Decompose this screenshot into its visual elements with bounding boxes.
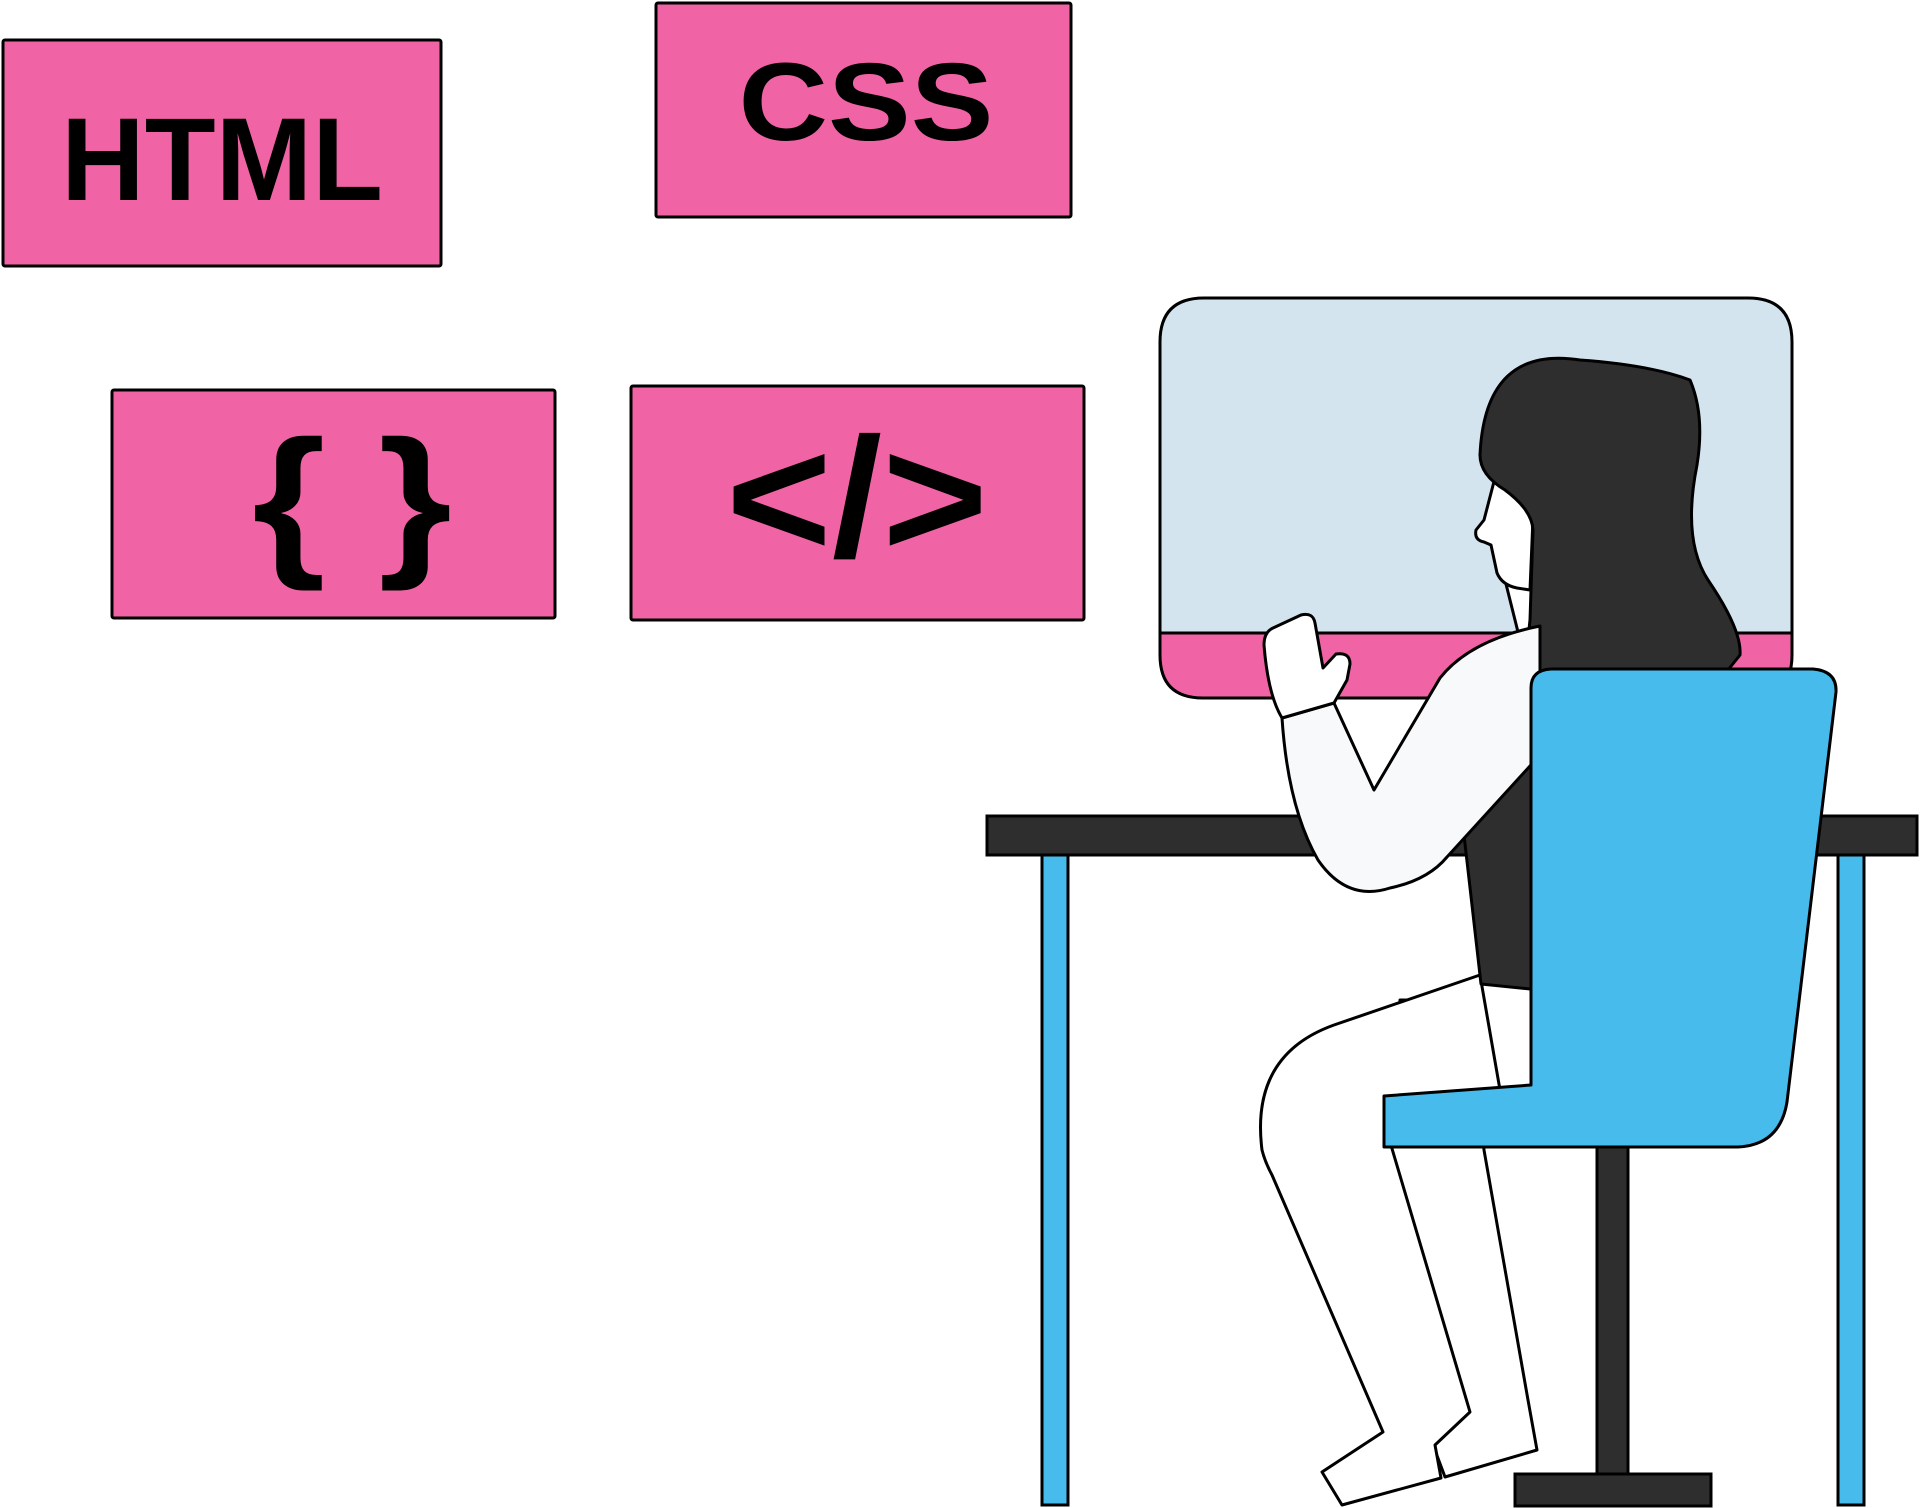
css-card: CSS	[654, 1, 1073, 219]
html-card-bg	[1, 38, 443, 268]
braces-card-label: { }	[252, 407, 452, 592]
chair-shell	[1382, 667, 1838, 1149]
tag-card-label: </>	[726, 403, 988, 593]
person-hair	[1478, 356, 1742, 692]
chair-post	[1595, 1143, 1630, 1477]
tag-card: </>	[629, 384, 1086, 622]
desk-leg-right	[1836, 850, 1866, 1507]
person-arm	[1280, 624, 1542, 893]
braces-card-bg	[110, 388, 557, 620]
css-card-bg	[654, 1, 1073, 219]
chair	[1382, 667, 1838, 1508]
person-hand	[1262, 612, 1352, 720]
chair-base	[1513, 1472, 1713, 1508]
html-card-label: HTML	[61, 94, 383, 226]
desk-leg-left	[1040, 850, 1070, 1507]
braces-card: { }	[110, 388, 557, 620]
html-card: HTML	[1, 38, 443, 268]
tag-card-bg	[629, 384, 1086, 622]
css-card-label: CSS	[739, 41, 994, 164]
